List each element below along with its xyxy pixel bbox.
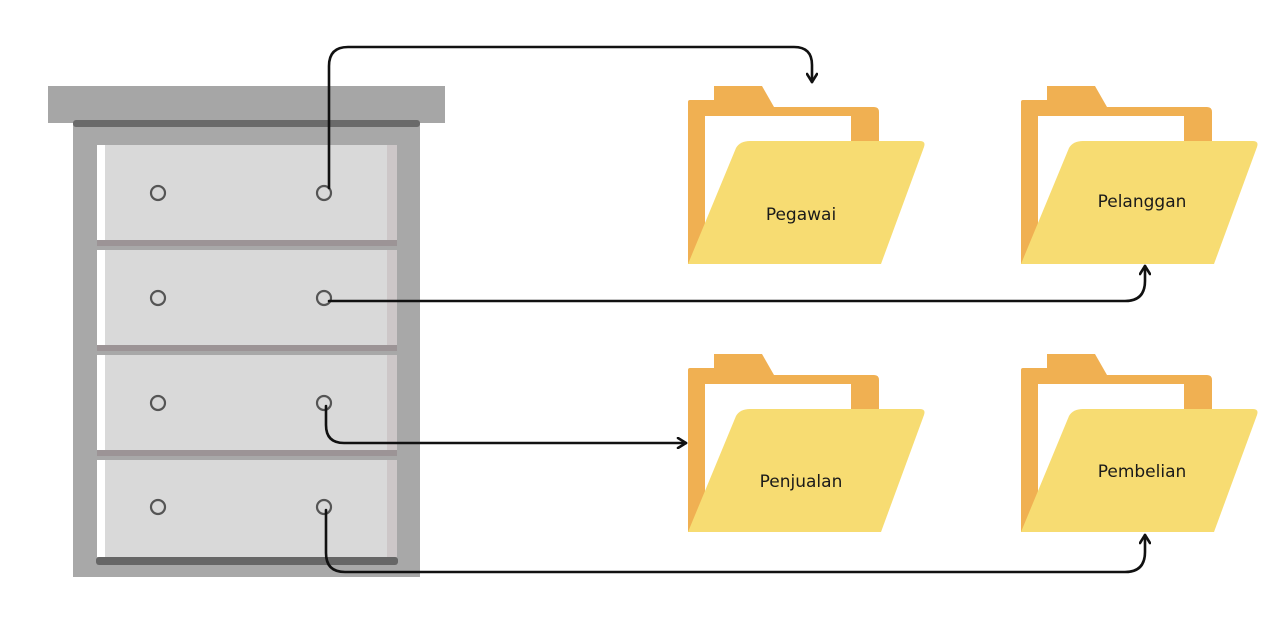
drawer-knob-left [149,184,167,202]
drawer-4[interactable] [97,460,397,557]
folder-penjualan[interactable]: Penjualan [688,354,925,532]
drawer-3[interactable] [97,355,397,456]
folder-icon [688,86,925,264]
cabinet-top [48,86,445,123]
folder-label: Pelanggan [1098,192,1187,212]
folder-icon [688,354,925,532]
drawer-knob-right [315,289,333,307]
drawer-knob-right [315,498,333,516]
folder-label: Pegawai [766,205,836,225]
cabinet-top-rail [73,120,420,127]
arrow-drawer2-to-pelanggan [327,264,1145,303]
drawer-1[interactable] [97,145,397,246]
drawer-knob-left [149,498,167,516]
folder-pelanggan[interactable]: Pelanggan [1021,86,1258,264]
connectors [324,45,1145,574]
folder-pembelian[interactable]: Pembelian [1021,354,1258,532]
arrow-drawer3-to-penjualan [324,404,688,443]
cabinet-bottom-rail [96,557,398,565]
folder-pegawai[interactable]: Pegawai [688,86,925,264]
folder-icon [1021,86,1258,264]
drawer-knob-left [149,394,167,412]
arrow-drawer4-to-pembelian [324,508,1145,574]
folder-icon [1021,354,1258,532]
drawer-knob-right [315,394,333,412]
drawer-knob-left [149,289,167,307]
filing-cabinet [48,86,445,577]
drawer-knob-right [315,184,333,202]
folder-label: Pembelian [1098,462,1187,482]
arrow-drawer1-to-pegawai [327,45,812,190]
drawer-2[interactable] [97,250,397,351]
folder-label: Penjualan [760,472,843,492]
